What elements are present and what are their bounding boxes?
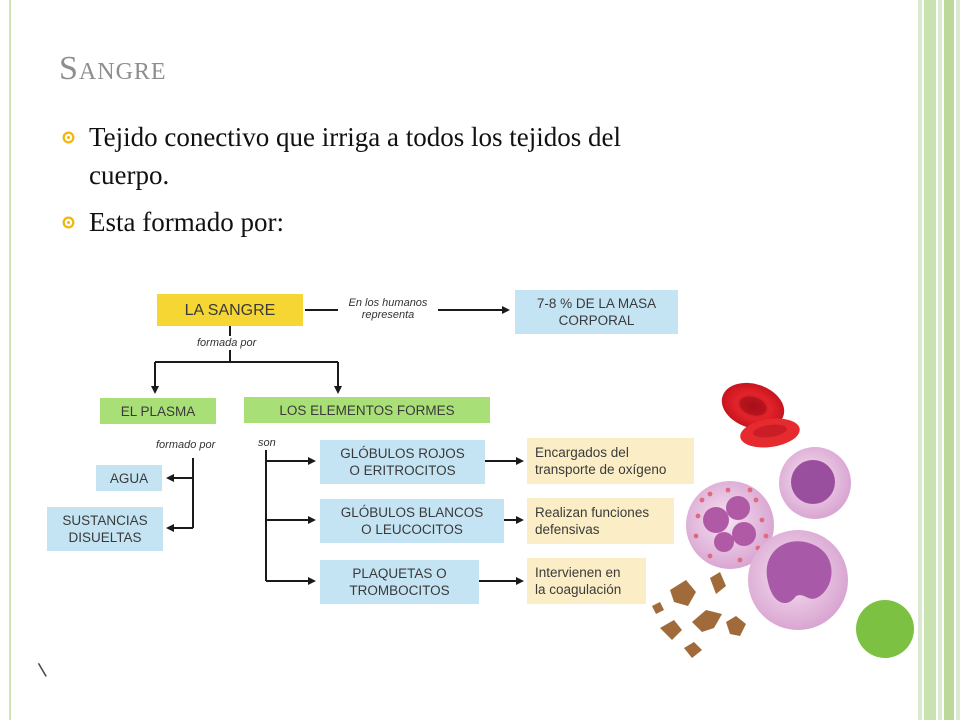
red-cells-box: GLÓBULOS ROJOS O ERITROCITOS xyxy=(320,440,485,484)
white-cells-description: Realizan funciones defensivas xyxy=(527,498,674,544)
elements-son-label: son xyxy=(258,437,276,449)
red-cells-description: Encargados del transporte de oxígeno xyxy=(527,438,694,484)
white-blood-cell-icon xyxy=(686,481,774,569)
bullet-icon xyxy=(62,216,75,229)
bullet-icon xyxy=(62,131,75,144)
root-box: LA SANGRE xyxy=(157,294,303,326)
formed-by-label: formada por xyxy=(197,337,257,349)
formed-elements-box: LOS ELEMENTOS FORMES xyxy=(244,397,490,423)
red-blood-cell-icon xyxy=(721,382,800,448)
bullet-text-1: Tejido conectivo que irriga a todos los … xyxy=(89,122,621,190)
dissolved-substances-box: SUSTANCIAS DISUELTAS xyxy=(47,507,163,551)
plasma-formed-by-label: formado por xyxy=(156,439,216,451)
slide-title: Sangre xyxy=(59,50,167,87)
platelets-description: Intervienen en la coagulación xyxy=(527,558,646,604)
blood-cells-illustration xyxy=(652,382,851,658)
right-decorative-stripes xyxy=(918,0,960,720)
mass-box: 7-8 % DE LA MASA CORPORAL xyxy=(515,290,678,334)
platelets-box: PLAQUETAS O TROMBOCITOS xyxy=(320,560,479,604)
plasma-box: EL PLASMA xyxy=(100,398,216,424)
water-box: AGUA xyxy=(96,465,162,491)
platelet-icon xyxy=(652,572,746,658)
represents-label: En los humanos representa xyxy=(348,297,428,321)
white-blood-cell-icon xyxy=(748,530,848,630)
white-cells-box: GLÓBULOS BLANCOS O LEUCOCITOS xyxy=(320,499,504,543)
left-border-line xyxy=(9,0,11,720)
accent-dot xyxy=(856,600,914,658)
white-blood-cell-icon xyxy=(779,447,851,519)
bullet-text-2: Esta formado por: xyxy=(89,207,284,237)
